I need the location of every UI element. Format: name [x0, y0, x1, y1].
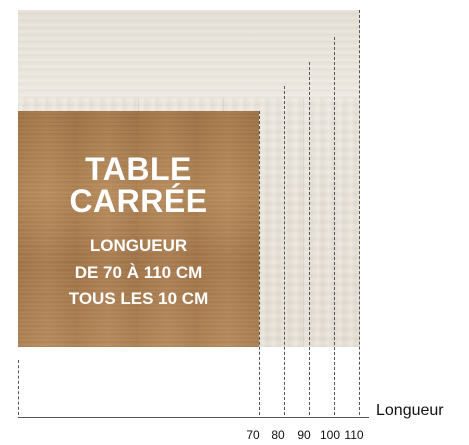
guide-line-70	[259, 111, 260, 415]
plank-seam	[303, 98, 304, 347]
small-table-surface	[18, 111, 259, 347]
tick-label-80: 80	[271, 428, 285, 442]
tick-label-90: 90	[297, 428, 311, 442]
subtitle-line-1: LONGUEUR	[89, 236, 188, 255]
tick-label-70: 70	[246, 428, 260, 442]
tick-label-100: 100	[319, 428, 341, 442]
guide-line-90	[309, 62, 310, 415]
title-line-2: CARRÉE	[69, 183, 208, 219]
guide-line-origin	[18, 360, 19, 415]
guide-line-110	[359, 10, 360, 415]
table-back-plank	[18, 10, 360, 98]
guide-line-100	[334, 37, 335, 415]
guide-line-80	[284, 86, 285, 415]
length-axis	[18, 417, 369, 418]
subtitle-line-2: DE 70 À 110 CM	[74, 263, 203, 282]
table-caption: TABLE CARRÉE LONGUEUR DE 70 À 110 CM TOU…	[18, 111, 259, 347]
tick-label-110: 110	[344, 428, 364, 442]
axis-title: Longueur	[376, 402, 444, 419]
subtitle-line-3: TOUS LES 10 CM	[68, 289, 209, 308]
title-line-1: TABLE	[85, 151, 192, 187]
